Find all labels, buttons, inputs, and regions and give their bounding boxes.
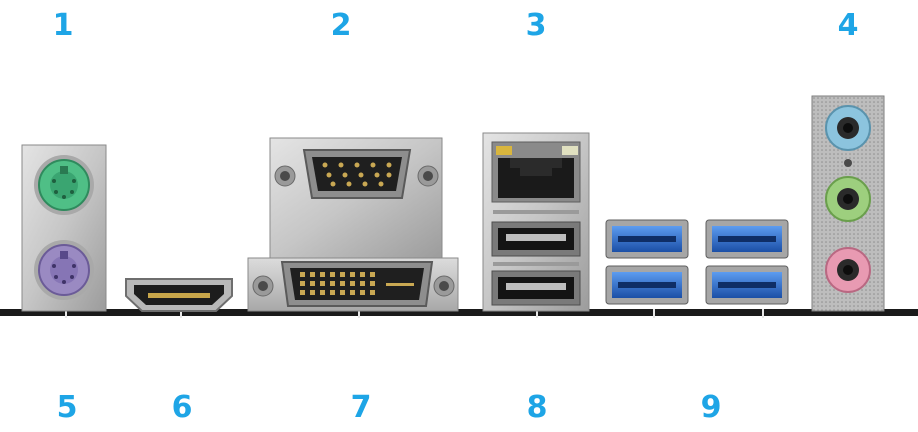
label-8: 8	[526, 390, 548, 425]
label-1: 1	[52, 8, 74, 43]
baseline	[0, 309, 918, 316]
ps2-port-block	[21, 144, 107, 312]
vga-port-icon[interactable]	[302, 149, 412, 199]
lan-port-icon[interactable]	[491, 141, 581, 203]
dvi-port-icon[interactable]	[280, 261, 434, 307]
hdmi-port-icon[interactable]	[125, 278, 233, 312]
usb2-port-icon[interactable]	[491, 270, 581, 306]
usb3-stack-left	[605, 219, 689, 305]
ps2-keyboard-port-icon[interactable]	[34, 240, 94, 300]
lan-usb-block	[482, 132, 590, 312]
label-3: 3	[525, 8, 547, 43]
usb2-port-icon[interactable]	[491, 221, 581, 257]
usb3-port-icon[interactable]	[605, 219, 689, 259]
ps2-mouse-port-icon[interactable]	[34, 155, 94, 215]
audio-jack-icon[interactable]	[825, 105, 871, 151]
label-2: 2	[330, 8, 352, 43]
usb3-stack-right	[705, 219, 789, 305]
label-6: 6	[171, 390, 193, 425]
audio-jack-icon[interactable]	[825, 176, 871, 222]
audio-block	[811, 95, 885, 312]
usb3-port-icon[interactable]	[705, 265, 789, 305]
usb3-port-icon[interactable]	[705, 219, 789, 259]
label-9: 9	[700, 390, 722, 425]
label-4: 4	[837, 8, 859, 43]
usb3-port-icon[interactable]	[605, 265, 689, 305]
display-port-block	[247, 137, 459, 312]
label-5: 5	[56, 390, 78, 425]
label-7: 7	[350, 390, 372, 425]
audio-jack-icon[interactable]	[825, 247, 871, 293]
